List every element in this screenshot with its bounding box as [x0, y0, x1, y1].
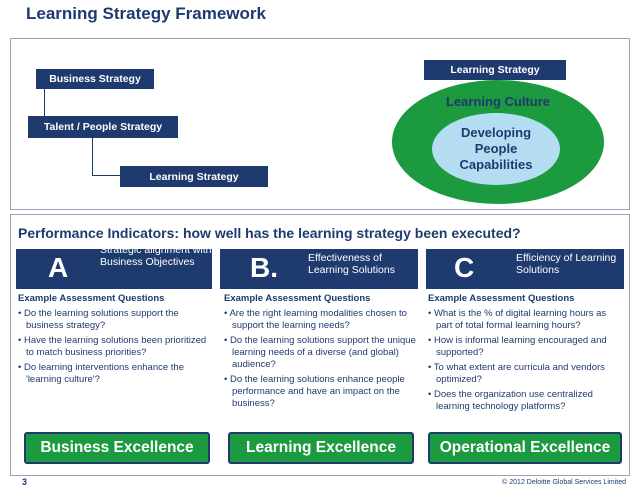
business-excellence-banner: Business Excellence — [24, 432, 210, 464]
pillar-c-heading: Efficiency of Learning Solutions — [516, 252, 617, 276]
list-item: • What is the % of digital learning hour… — [428, 308, 607, 331]
people-line: People — [474, 141, 518, 156]
page-title: Learning Strategy Framework — [26, 4, 266, 23]
list-item: • Do learning interventions enhance the … — [18, 362, 184, 385]
pillar-b-letter: B. — [250, 252, 278, 283]
pillar-b-header: B. Effectiveness of Learning Solutions — [220, 249, 418, 289]
pillar-c-body: Example Assessment Questions • What is t… — [428, 293, 624, 425]
pillar-c-letter: C — [454, 252, 475, 283]
list-item: • Do the learning solutions support the … — [18, 308, 179, 331]
list-item: • To what extent are curricula and vendo… — [428, 362, 605, 385]
pillar-b-body: Example Assessment Questions • Are the r… — [224, 293, 420, 425]
list-item: • Are the right learning modalities chos… — [224, 308, 407, 331]
list-item: • Do the learning solutions enhance peop… — [224, 374, 405, 409]
pillar-c-questions-header: Example Assessment Questions — [428, 293, 575, 304]
learning-culture-label: Learning Culture — [445, 94, 550, 109]
right-learning-strategy-box: Learning Strategy — [424, 60, 566, 80]
copyright: © 2012 Deloitte Global Services Limited — [502, 479, 626, 486]
pillar-a-letter: A — [48, 252, 69, 283]
talent-strategy-box: Talent / People Strategy — [28, 116, 178, 138]
pillar-b-heading: Effectiveness of Learning Solutions — [308, 252, 395, 276]
pillar-a-heading: Strategic alignment with Business Object… — [100, 244, 212, 268]
pillar-a-body: Example Assessment Questions • Do the le… — [18, 293, 214, 425]
pillar-c-header: C Efficiency of Learning Solutions — [426, 249, 624, 289]
developing-capabilities-ellipse: Developing People Capabilities — [432, 113, 560, 185]
learning-strategy-label: Learning Strategy — [149, 170, 239, 183]
pillar-a-header: A Strategic alignment with Business Obje… — [16, 244, 212, 289]
talent-strategy-label: Talent / People Strategy — [43, 121, 163, 133]
performance-panel — [10, 214, 630, 476]
pillar-a-questions-header: Example Assessment Questions — [18, 293, 165, 304]
list-item: • Have the learning solutions been prior… — [18, 335, 207, 358]
strategy-panel — [10, 38, 630, 210]
operational-excellence-banner: Operational Excellence — [428, 432, 622, 464]
list-item: • Do the learning solutions support the … — [224, 335, 416, 370]
learning-strategy-box: Learning Strategy — [120, 166, 268, 187]
connector-line — [92, 138, 120, 176]
business-strategy-box: Business Strategy — [36, 69, 154, 89]
pillar-b-questions: • Are the right learning modalities chos… — [224, 308, 420, 410]
learning-excellence-banner: Learning Excellence — [228, 432, 414, 464]
list-item: • Does the organization use centralized … — [428, 389, 593, 412]
business-strategy-label: Business Strategy — [49, 73, 141, 85]
capabilities-line: Capabilities — [459, 157, 533, 172]
page-number: 3 — [22, 477, 28, 487]
connector-line — [44, 89, 45, 116]
list-item: • How is informal learning encouraged an… — [428, 335, 607, 358]
developing-line: Developing — [460, 125, 532, 140]
pillar-b-questions-header: Example Assessment Questions — [224, 293, 371, 304]
right-learning-strategy-label: Learning Strategy — [450, 64, 540, 76]
pillar-c-questions: • What is the % of digital learning hour… — [428, 308, 624, 413]
performance-title: Performance Indicators: how well has the… — [18, 225, 521, 241]
pillar-a-questions: • Do the learning solutions support the … — [18, 308, 214, 386]
